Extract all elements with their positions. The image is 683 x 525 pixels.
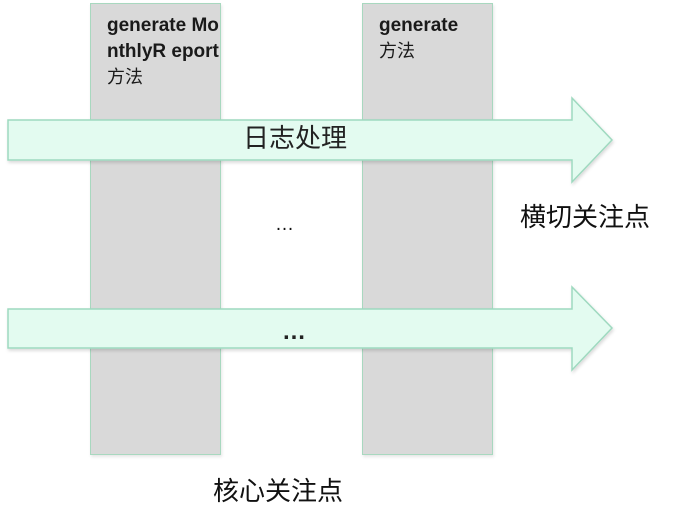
column-title-left-cn: 方法 [107, 67, 143, 88]
arrow-bottom-label: … [282, 318, 308, 345]
column-title-right: generate 方法 [379, 13, 491, 65]
core-concern-column-right: generate 方法 [362, 3, 493, 455]
arrow-top-label: 日志处理 [243, 124, 348, 154]
column-title-right-cn: 方法 [379, 41, 415, 62]
crosscutting-concern-label: 横切关注点 [520, 203, 651, 233]
crosscutting-arrow-bottom [7, 285, 614, 372]
core-concern-column-left: generate MonthlyR eport 方法 [90, 3, 221, 455]
crosscutting-arrow-top [7, 96, 614, 184]
core-concern-label: 核心关注点 [213, 477, 344, 507]
middle-ellipsis: … [275, 214, 294, 235]
column-title-left: generate MonthlyR eport 方法 [107, 13, 219, 91]
column-title-right-en: generate [379, 15, 459, 36]
column-title-left-en: generate MonthlyR eport [107, 15, 219, 62]
